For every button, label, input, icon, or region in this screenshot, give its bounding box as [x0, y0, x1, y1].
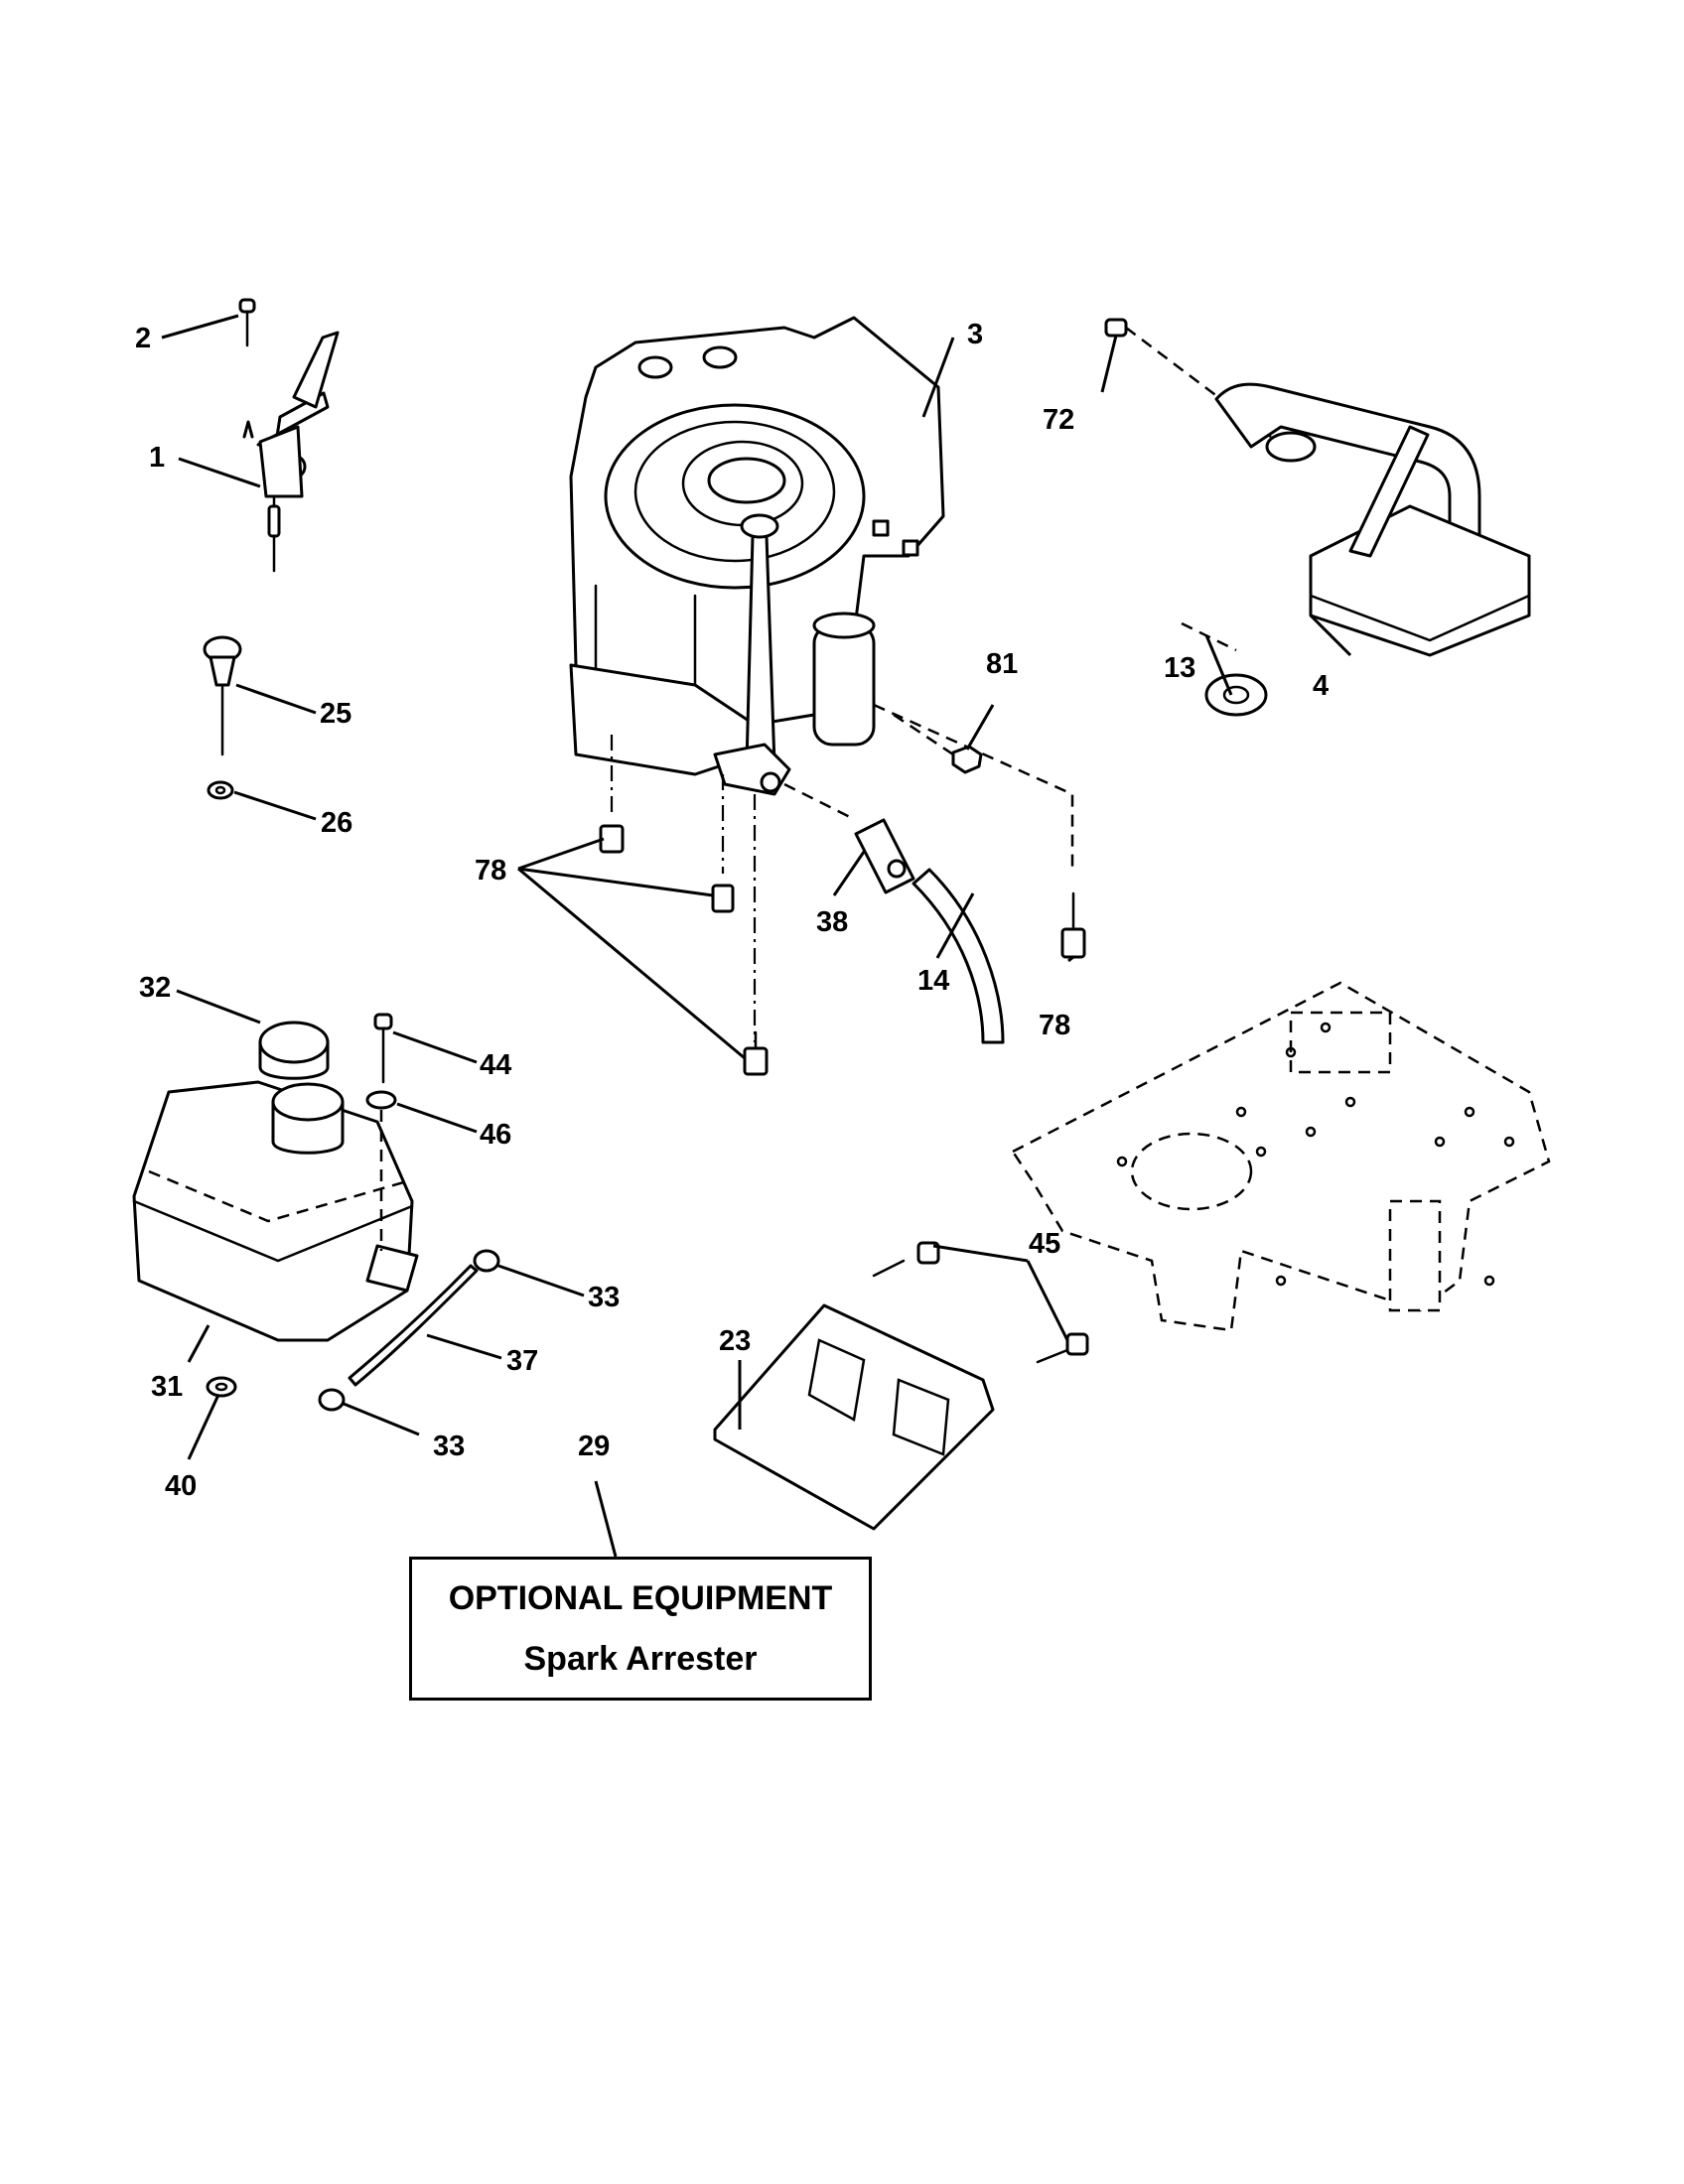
callout-1: 1 [149, 442, 165, 474]
callout-25: 25 [320, 698, 351, 730]
callout-78-left: 78 [475, 855, 506, 887]
callout-13: 13 [1164, 652, 1195, 684]
callout-14: 14 [917, 965, 949, 997]
engine-mounting-bolts [599, 824, 1086, 1076]
callout-leaders [161, 314, 1352, 1558]
callout-23: 23 [719, 1325, 751, 1357]
engine-mounting-lines [610, 703, 1074, 1042]
callout-4: 4 [1313, 670, 1329, 702]
callout-44: 44 [480, 1049, 511, 1081]
callout-2: 2 [135, 323, 151, 354]
engine [569, 316, 945, 796]
fuel-line-and-clamps [206, 1249, 500, 1412]
fuel-tank-assembly [132, 1021, 419, 1342]
choke-knob-assembly [203, 635, 242, 800]
fuel-filter-and-hose [854, 818, 1005, 1044]
mower-frame [1011, 981, 1551, 1332]
callout-37: 37 [506, 1345, 538, 1377]
nut [893, 713, 983, 774]
optional-equipment-box: OPTIONAL EQUIPMENT Spark Arrester [409, 1557, 872, 1701]
callout-26: 26 [321, 807, 352, 839]
callout-40: 40 [165, 1470, 197, 1502]
tank-mounting-screw [365, 1013, 397, 1251]
mounting-bracket [713, 1241, 1089, 1531]
callout-numbers: 2 1 3 72 13 4 81 25 26 78 38 14 78 32 44… [135, 319, 1329, 1502]
callout-81: 81 [986, 648, 1018, 680]
optional-equipment-title: OPTIONAL EQUIPMENT [448, 1578, 833, 1617]
throttle-control-assembly [238, 298, 340, 573]
callout-72: 72 [1043, 404, 1074, 436]
callout-31: 31 [151, 1371, 183, 1403]
callout-78-right: 78 [1039, 1010, 1070, 1041]
callout-46: 46 [480, 1119, 511, 1151]
optional-equipment-subtitle: Spark Arrester [523, 1639, 758, 1678]
exhaust-assembly [1104, 318, 1531, 717]
callout-29: 29 [578, 1431, 610, 1462]
callout-33-top: 33 [588, 1282, 620, 1313]
callout-38: 38 [816, 906, 848, 938]
callout-32: 32 [139, 972, 171, 1004]
callout-45: 45 [1029, 1228, 1060, 1260]
callout-33-bottom: 33 [433, 1431, 465, 1462]
callout-3: 3 [967, 319, 983, 350]
